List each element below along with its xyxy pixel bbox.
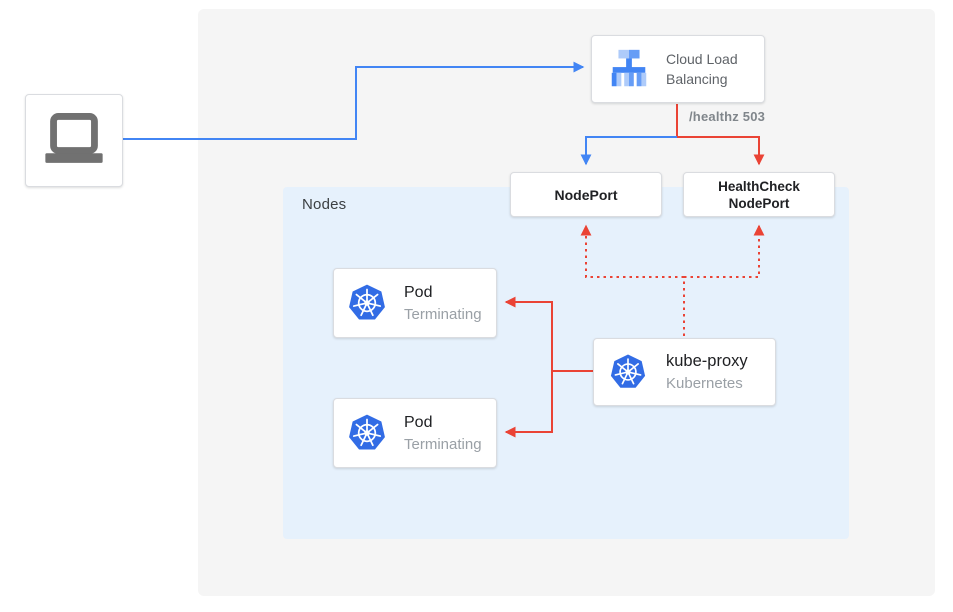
- nodeport-label: NodePort: [554, 186, 618, 203]
- cloud-load-balancing-label: Cloud Load Balancing: [666, 51, 738, 87]
- kubernetes-icon: [349, 414, 385, 450]
- client-card: [25, 94, 123, 187]
- cloud-load-balancing-icon: [611, 49, 647, 87]
- cloud-load-balancing-card: Cloud Load Balancing: [591, 35, 765, 103]
- kubernetes-icon: [349, 284, 385, 320]
- pod-status: Terminating: [404, 305, 482, 323]
- laptop-icon: [45, 112, 103, 163]
- kube-proxy-card: kube-proxy Kubernetes: [593, 338, 776, 406]
- pod-title: Pod: [404, 283, 433, 301]
- pod-title: Pod: [404, 413, 433, 431]
- pod-card-1: Pod Terminating: [333, 268, 497, 338]
- kube-proxy-title: kube-proxy: [666, 352, 748, 370]
- pod-status: Terminating: [404, 435, 482, 453]
- healthcheck-nodeport-card: HealthCheck NodePort: [683, 172, 835, 217]
- kubernetes-icon: [610, 354, 646, 388]
- nodes-group-label: Nodes: [302, 196, 347, 213]
- healthz-status-label: /healthz 503: [689, 109, 766, 124]
- healthcheck-nodeport-label: HealthCheck NodePort: [718, 178, 800, 211]
- pod-card-2: Pod Terminating: [333, 398, 497, 468]
- nodeport-card: NodePort: [510, 172, 662, 217]
- kube-proxy-subtitle: Kubernetes: [666, 375, 743, 392]
